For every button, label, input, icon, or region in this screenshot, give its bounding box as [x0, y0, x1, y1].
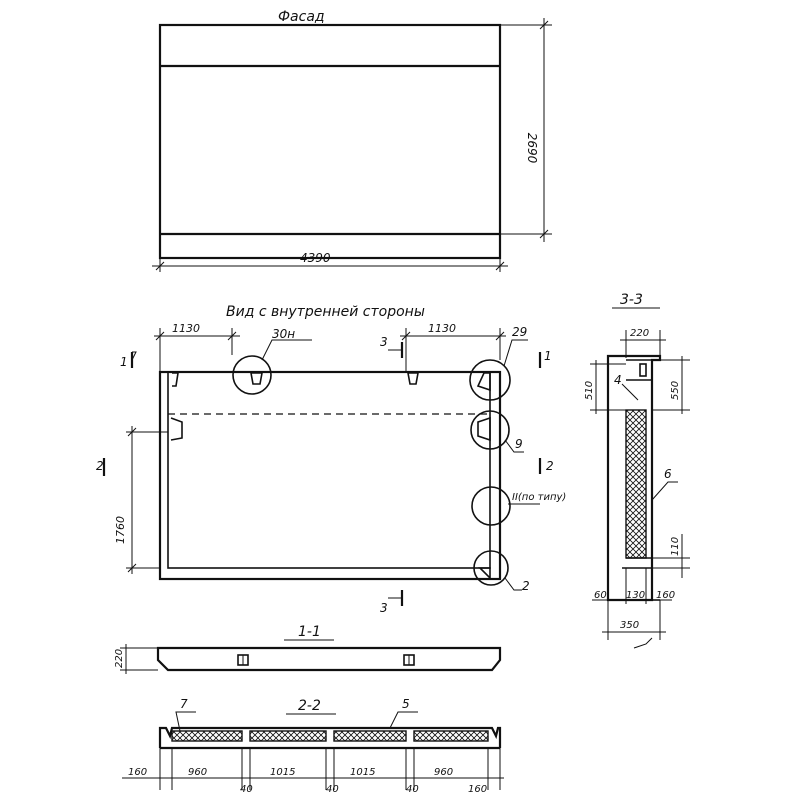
callout-9-label: 9	[515, 437, 523, 451]
section-2-2-title: 2-2	[298, 698, 321, 714]
dim-510-label: 510	[584, 381, 595, 400]
inner-view-title: Вид с внутренней стороны	[226, 304, 425, 320]
callout-circle-9	[470, 410, 510, 450]
cut-2-right-label: 2	[546, 459, 554, 473]
section-1-1-thickness-label: 220	[114, 649, 125, 668]
lug-top-middle	[407, 372, 419, 385]
insulation-block-1	[171, 730, 243, 742]
dim-160-left: 160	[128, 767, 147, 778]
callout-30n-label: 30н	[272, 327, 295, 341]
lug-2	[478, 567, 491, 580]
dim-350-label: 350	[620, 620, 639, 631]
callout-circle-2	[473, 550, 509, 586]
callout-7-label: 7	[180, 697, 188, 711]
dim-550-label: 550	[670, 381, 681, 400]
callout-2-label: 2	[522, 579, 530, 593]
section-3-3-lug	[639, 363, 647, 377]
dim-60-label: 60	[594, 590, 607, 601]
cut-3-bottom-label: 3	[380, 601, 388, 615]
section-1-1: 1-1 220	[114, 624, 502, 674]
lug-top-left	[172, 372, 179, 387]
section-2-2-outline	[158, 726, 502, 748]
inner-panel-outline	[158, 370, 502, 581]
callout-6-label: 6	[664, 467, 672, 481]
inner-panel-rib	[167, 371, 491, 569]
lug-9	[477, 416, 491, 442]
dim-160-right: 160	[468, 784, 487, 795]
dim-40-a: 40	[240, 784, 253, 795]
section-2-2: 2-2 7 5 160 960 1015 1015 960 40 40 40 1…	[122, 697, 504, 795]
lug-30n	[250, 372, 263, 385]
insulation-block-2	[249, 730, 327, 742]
cut-2-left-label: 2	[96, 459, 104, 473]
facade-height-label: 2690	[525, 133, 539, 164]
callout-circle-ii	[471, 486, 511, 526]
lug-29	[476, 372, 491, 392]
inner-view: Вид с внутренней стороны 30н 29 9 II(по …	[96, 304, 566, 615]
section-3-3: 3-3 220 510 550 4 6 110	[584, 292, 690, 649]
callout-circle-30n	[232, 355, 272, 395]
dim-960-right: 960	[434, 767, 453, 778]
section-1-1-title: 1-1	[298, 624, 321, 640]
dim-110-label: 110	[670, 537, 681, 556]
dim-1015-a: 1015	[270, 767, 295, 778]
section-3-3-insulation	[625, 409, 647, 559]
lug-left-side	[170, 417, 183, 441]
section-1-1-outline	[156, 646, 502, 672]
dim-130-label: 130	[626, 590, 645, 601]
dim-160-label: 160	[656, 590, 675, 601]
facade-width-label: 4390	[300, 251, 331, 265]
callout-ii-label: II(по типу)	[512, 492, 566, 503]
callout-4-label: 4	[614, 373, 622, 387]
dim-40-c: 40	[406, 784, 419, 795]
dim-left-1760-label: 1760	[114, 516, 127, 544]
insulation-block-4	[413, 730, 489, 742]
insulation-block-3	[333, 730, 407, 742]
facade-outline	[158, 23, 502, 260]
callout-5-label: 5	[402, 697, 410, 711]
callout-29-label: 29	[512, 325, 527, 339]
facade-view: Фасад 4390 2690	[152, 9, 552, 272]
dim-960-left: 960	[188, 767, 207, 778]
dim-220-label: 220	[630, 328, 649, 339]
dim-left-1130-label: 1130	[172, 322, 200, 335]
cut-1-left-label: 1	[120, 355, 128, 369]
facade-title: Фасад	[278, 9, 325, 25]
dim-40-b: 40	[326, 784, 339, 795]
dim-right-1130-label: 1130	[428, 322, 456, 335]
cut-3-top-label: 3	[380, 335, 388, 349]
section-3-3-title: 3-3	[620, 292, 643, 308]
dim-1015-b: 1015	[350, 767, 375, 778]
cut-1-right-label: 1	[544, 349, 552, 363]
callout-circle-29	[469, 359, 511, 401]
